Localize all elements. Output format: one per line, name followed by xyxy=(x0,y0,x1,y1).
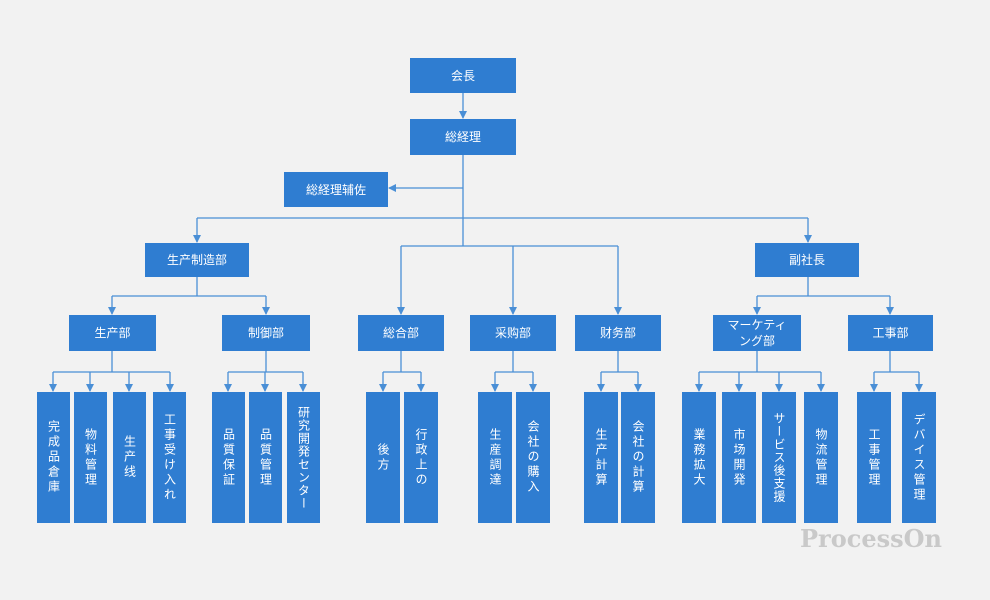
node-label: 生産調達 xyxy=(488,427,502,488)
node-business-expansion[interactable]: 業務拡大 xyxy=(682,392,716,523)
node-label: 総経理 xyxy=(444,130,481,144)
node-construction-management[interactable]: 工事管理 xyxy=(857,392,891,523)
node-label: 财务部 xyxy=(599,326,636,340)
node-label: サービス後支援 xyxy=(772,412,786,503)
node-label: 会社の購入 xyxy=(526,420,540,495)
node-chairman[interactable]: 会長 xyxy=(410,58,516,93)
node-gm-assistant[interactable]: 総経理辅佐 xyxy=(284,172,388,207)
node-label: 物流管理 xyxy=(814,427,828,488)
node-label: 業務拡大 xyxy=(692,427,706,488)
node-marketing-dept[interactable]: マーケティング部 xyxy=(713,315,801,351)
node-label: 工事部 xyxy=(872,326,909,340)
node-general-manager[interactable]: 総経理 xyxy=(410,119,516,155)
node-label: 品質管理 xyxy=(258,427,273,488)
node-device-management[interactable]: デバイス管理 xyxy=(902,392,936,523)
node-production-line[interactable]: 生产线 xyxy=(113,392,146,523)
node-label: 会長 xyxy=(450,68,475,83)
node-material-management[interactable]: 物料管理 xyxy=(74,392,107,523)
node-label: 市场開発 xyxy=(732,427,746,488)
node-purchasing-dept[interactable]: 采购部 xyxy=(470,315,556,351)
node-label: 品質保証 xyxy=(221,427,236,488)
node-label: 制御部 xyxy=(247,326,284,340)
node-label: 副社長 xyxy=(788,253,825,267)
node-label: 生产制造部 xyxy=(166,253,227,267)
node-label: 生产线 xyxy=(122,435,137,480)
node-general-affairs-dept[interactable]: 総合部 xyxy=(358,315,444,351)
node-finance-dept[interactable]: 财务部 xyxy=(575,315,661,351)
node-production-coordination[interactable]: 生産調達 xyxy=(478,392,512,523)
node-production-accounting[interactable]: 生产計算 xyxy=(584,392,618,523)
node-label: 生产部 xyxy=(94,326,131,340)
node-after-sales-support[interactable]: サービス後支援 xyxy=(762,392,796,523)
node-administration[interactable]: 行政上の xyxy=(404,392,438,523)
node-company-accounting[interactable]: 会社の計算 xyxy=(621,392,655,523)
node-label: 後方 xyxy=(376,442,390,473)
node-label: 采购部 xyxy=(494,326,531,340)
node-label: 工事管理 xyxy=(867,427,881,488)
node-logistics[interactable]: 後方 xyxy=(366,392,400,523)
processon-watermark: ProcessOn xyxy=(800,524,942,553)
node-finished-goods-warehouse[interactable]: 完成品倉庫 xyxy=(37,392,70,523)
node-production-manufacturing[interactable]: 生产制造部 xyxy=(145,243,249,277)
node-label: 会社の計算 xyxy=(631,420,645,495)
node-label: 行政上の xyxy=(414,427,428,488)
node-logistics-management[interactable]: 物流管理 xyxy=(804,392,838,523)
node-quality-assurance[interactable]: 品質保証 xyxy=(212,392,245,523)
node-control-dept[interactable]: 制御部 xyxy=(222,315,310,351)
node-label: 生产計算 xyxy=(594,427,608,488)
node-label: 研究開発センター xyxy=(296,405,311,510)
node-label: マーケティング部 xyxy=(727,318,787,348)
node-quality-management[interactable]: 品質管理 xyxy=(249,392,282,523)
node-production-dept[interactable]: 生产部 xyxy=(69,315,156,351)
node-company-purchasing[interactable]: 会社の購入 xyxy=(516,392,550,523)
node-label: 総経理辅佐 xyxy=(305,182,366,197)
node-rd-center[interactable]: 研究開発センター xyxy=(287,392,320,523)
node-label: 総合部 xyxy=(382,326,419,340)
node-work-order-intake[interactable]: 工事受け入れ xyxy=(153,392,186,523)
node-market-development[interactable]: 市场開発 xyxy=(722,392,756,523)
node-engineering-dept[interactable]: 工事部 xyxy=(848,315,933,351)
node-label: 工事受け入れ xyxy=(162,412,177,503)
node-label: デバイス管理 xyxy=(912,412,926,503)
node-label: 完成品倉庫 xyxy=(46,420,61,495)
node-label: 物料管理 xyxy=(83,427,98,488)
node-vice-president[interactable]: 副社長 xyxy=(755,243,859,277)
